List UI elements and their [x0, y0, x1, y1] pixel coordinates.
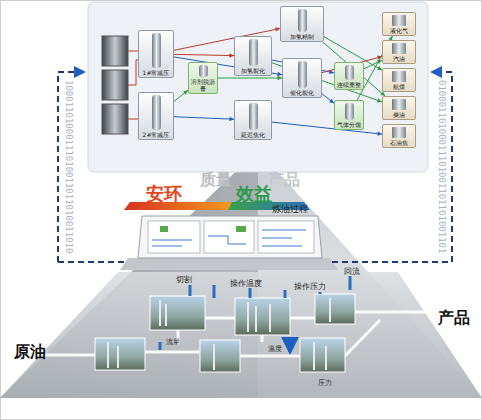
text-label: 产品: [438, 308, 470, 329]
flow-connector: [322, 94, 334, 103]
process-floor: [0, 272, 482, 398]
unit-icon: [152, 33, 161, 68]
unit-icon: [392, 15, 406, 26]
product-tank: 液化气: [382, 12, 416, 36]
unit-photo: [95, 338, 145, 370]
process-unit: 加氢精制: [280, 6, 324, 42]
text-label: 原油: [14, 342, 46, 363]
text-label: 温度: [268, 344, 282, 354]
product-tank: 汽油: [382, 40, 416, 64]
process-unit: 1#常减压: [138, 30, 174, 78]
flow-connector: [364, 60, 382, 69]
slab: [120, 258, 338, 270]
flow-connector: [218, 78, 282, 79]
feedback-line: [58, 261, 452, 263]
process-unit: 2#常减压: [138, 92, 174, 140]
flow-connector: [323, 42, 385, 96]
text-label: 流量: [166, 337, 180, 347]
unit-photo: [200, 340, 240, 372]
unit-icon: [298, 61, 307, 88]
text-label: 压力: [318, 378, 332, 388]
binary-stream: 10001101000111010011011010011010: [64, 80, 74, 253]
feedback-arrow: [58, 72, 84, 262]
unit-name: 催化裂化: [290, 89, 314, 96]
tank: [102, 36, 128, 66]
unit-name: 溶剂脱沥青: [190, 78, 216, 92]
screen-panel: [138, 216, 322, 258]
unit-icon: [199, 65, 208, 77]
unit-photo: [150, 296, 205, 330]
unit-icon: [249, 39, 258, 66]
text-label: 效益: [236, 182, 272, 206]
unit-name: 1#常减压: [143, 69, 170, 76]
unit-name: 气体分馏: [337, 121, 361, 128]
feed-line: [128, 51, 138, 119]
process-unit: 加氢裂化: [234, 36, 272, 76]
unit-icon: [392, 71, 406, 82]
tank: [102, 104, 128, 134]
unit-name: 2#常减压: [143, 131, 170, 138]
text-label: 操作压力: [294, 281, 326, 292]
product-tank: 石油焦: [382, 124, 416, 148]
unit-photo: [315, 294, 355, 324]
process-unit: 连续重整: [334, 62, 364, 90]
unit-name: 石油焦: [390, 139, 408, 146]
text-label: 质量: [200, 170, 232, 191]
unit-name: 延迟焦化: [241, 131, 265, 138]
feedback-arrow: [432, 72, 452, 262]
unit-name: 加氢裂化: [241, 67, 265, 74]
unit-icon: [345, 103, 354, 120]
flow-connector: [272, 122, 382, 134]
screen-trace: [152, 230, 306, 246]
screen: [148, 221, 200, 253]
product-tank: 柴油: [382, 96, 416, 120]
unit-name: 加氢精制: [290, 33, 314, 40]
screen: [204, 221, 254, 253]
screen-mark: [160, 226, 168, 232]
text-label: 安环: [146, 182, 182, 206]
unit-photo: [300, 338, 345, 372]
process-unit: 延迟焦化: [234, 100, 272, 140]
process-unit: 气体分馏: [334, 100, 364, 130]
unit-name: 汽油: [393, 55, 405, 62]
unit-icon: [392, 99, 406, 110]
unit-icon: [392, 43, 406, 54]
text-label: 操作温度: [230, 278, 262, 289]
tank: [102, 70, 128, 100]
plant-panel: [88, 2, 428, 172]
text-label: 切割: [176, 274, 192, 285]
process-unit: 溶剂脱沥青: [188, 62, 218, 94]
unit-name: 航煤: [393, 83, 405, 90]
unit-icon: [249, 103, 258, 130]
screen: [258, 221, 314, 253]
unit-icon: [152, 95, 161, 130]
product-tank: 航煤: [382, 68, 416, 92]
control-arrow: [160, 276, 350, 352]
unit-icon: [392, 127, 406, 138]
process-unit: 催化裂化: [282, 58, 322, 98]
flow-connector: [174, 54, 234, 55]
unit-photo: [235, 298, 290, 335]
unit-name: 液化气: [390, 27, 408, 34]
text-label: 炼油过程: [272, 203, 308, 216]
unit-name: 柴油: [393, 111, 405, 118]
unit-icon: [345, 65, 354, 80]
unit-icon: [298, 9, 307, 32]
text-label: 回流: [344, 266, 360, 277]
screen-mark: [236, 226, 246, 232]
text-label: 产品: [268, 170, 300, 191]
unit-name: 连续重整: [337, 81, 361, 88]
tower-sketch: [108, 298, 330, 370]
flow-connector: [174, 117, 234, 119]
flow-connector: [174, 90, 188, 101]
binary-stream: 01000110100011101001101101001101: [437, 80, 447, 253]
